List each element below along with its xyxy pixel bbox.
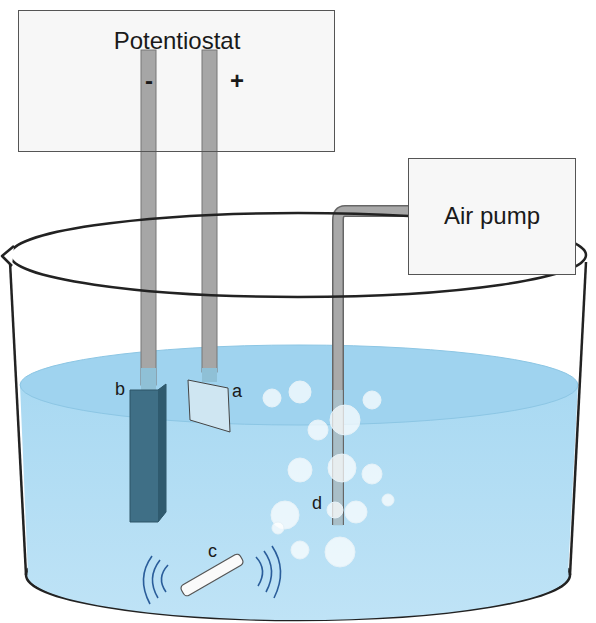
- device-label: Air pump: [442, 199, 542, 234]
- beaker-wall: [570, 262, 586, 575]
- terminal-sign: +: [230, 67, 244, 96]
- part-letter: c: [208, 542, 217, 560]
- air-bubble: [327, 502, 343, 518]
- air-bubble: [272, 522, 284, 534]
- air-bubble: [345, 501, 367, 523]
- air-bubble: [288, 458, 312, 482]
- air-bubbles: [263, 381, 394, 567]
- device-label: Potentiostat: [114, 27, 241, 56]
- part-letter: a: [232, 382, 242, 400]
- air-bubble: [289, 381, 311, 403]
- electrode-b-side: [158, 384, 166, 522]
- electrode-rod-submerged: [141, 368, 156, 390]
- beaker-spout: [2, 246, 14, 266]
- air-bubble: [363, 391, 381, 409]
- part-letter: d: [312, 494, 322, 512]
- box-ground: [18, 10, 335, 152]
- air-bubble: [291, 541, 309, 559]
- air-bubble: [325, 537, 355, 567]
- air-bubble: [382, 494, 394, 506]
- air-bubble: [263, 389, 281, 407]
- electrode-rod-submerged: [202, 368, 217, 382]
- instrument-box: Potentiostat - +: [18, 10, 335, 152]
- electrode-b: [130, 384, 166, 522]
- air-bubble: [362, 464, 382, 484]
- beaker-wall: [10, 262, 26, 575]
- electrode-a: [188, 380, 230, 432]
- air-bubble: [328, 454, 356, 482]
- electrode-rod: [202, 50, 217, 372]
- water-surface: [20, 345, 578, 425]
- air-bubble: [330, 405, 360, 435]
- instrument-box: Air pump: [408, 158, 576, 275]
- air-bubble: [308, 420, 328, 440]
- part-letter: b: [115, 380, 125, 398]
- terminal-sign: -: [145, 67, 153, 96]
